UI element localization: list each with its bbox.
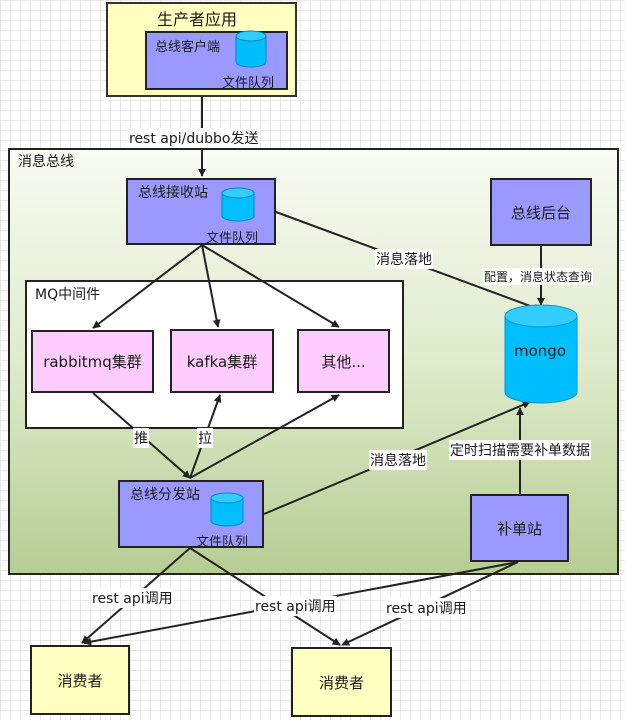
rabbitmq-cluster-label: rabbitmq集群 <box>43 353 142 371</box>
other-mq-label: 其他... <box>321 352 366 371</box>
mongo-label: mongo <box>514 342 566 360</box>
mq-middleware-title: MQ中间件 <box>35 287 101 303</box>
bus-backend-label: 总线后台 <box>510 203 571 222</box>
repair-station-label: 补单站 <box>496 519 542 538</box>
edge-receiver-to-other <box>201 244 340 328</box>
edge-label-landing-bottom: 消息落地 <box>369 450 427 470</box>
bus-dispatcher-queue-label: 文件队列 <box>196 535 249 550</box>
consumer-label-left: 消费者 <box>57 671 103 690</box>
edge-label-call-right: rest api调用 <box>385 598 468 618</box>
bus-receiver-queue-label: 文件队列 <box>206 231 259 246</box>
bus-dispatcher-title: 总线分发站 <box>130 487 200 503</box>
consumer-box-left: 消费者 <box>30 645 130 715</box>
bus-backend-box: 总线后台 <box>490 178 592 246</box>
message-bus-title: 消息总线 <box>18 154 74 170</box>
repair-station-box: 补单站 <box>470 494 569 562</box>
kafka-cluster-box: kafka集群 <box>170 329 274 393</box>
edge-label-scan: 定时扫描需要补单数据 <box>449 440 591 460</box>
edge-receiver-to-rabbitmq <box>92 244 203 329</box>
database-icon <box>221 187 255 222</box>
database-icon <box>210 492 244 527</box>
database-icon <box>235 30 267 68</box>
other-mq-box: 其他... <box>297 329 390 393</box>
bus-client-label: 总线客户端 <box>155 40 221 55</box>
rabbitmq-cluster-box: rabbitmq集群 <box>31 330 154 393</box>
consumer-box-right: 消费者 <box>291 647 392 717</box>
bus-receiver-box: 总线接收站 文件队列 <box>126 178 276 246</box>
consumer-label-right: 消费者 <box>318 673 364 692</box>
edge-label-call-mid: rest api调用 <box>254 596 337 616</box>
edge-dispatcher-to-other <box>189 394 340 479</box>
edge-receiver-to-kafka <box>201 244 221 328</box>
bus-client-queue-label: 文件队列 <box>222 76 275 91</box>
kafka-cluster-label: kafka集群 <box>186 352 258 371</box>
mongo-database-icon <box>504 304 578 404</box>
producer-app-title: 生产者应用 <box>157 10 238 29</box>
edge-label-config: 配置，消息状态查询 <box>483 268 594 285</box>
bus-receiver-title: 总线接收站 <box>138 185 208 201</box>
edge-label-landing-top: 消息落地 <box>375 249 433 269</box>
edge-label-push: 推 <box>133 428 149 448</box>
edge-label-pull: 拉 <box>197 428 213 448</box>
edge-label-call-left: rest api调用 <box>91 588 174 608</box>
edge-label-producer: rest api/dubbo发送 <box>128 128 260 148</box>
